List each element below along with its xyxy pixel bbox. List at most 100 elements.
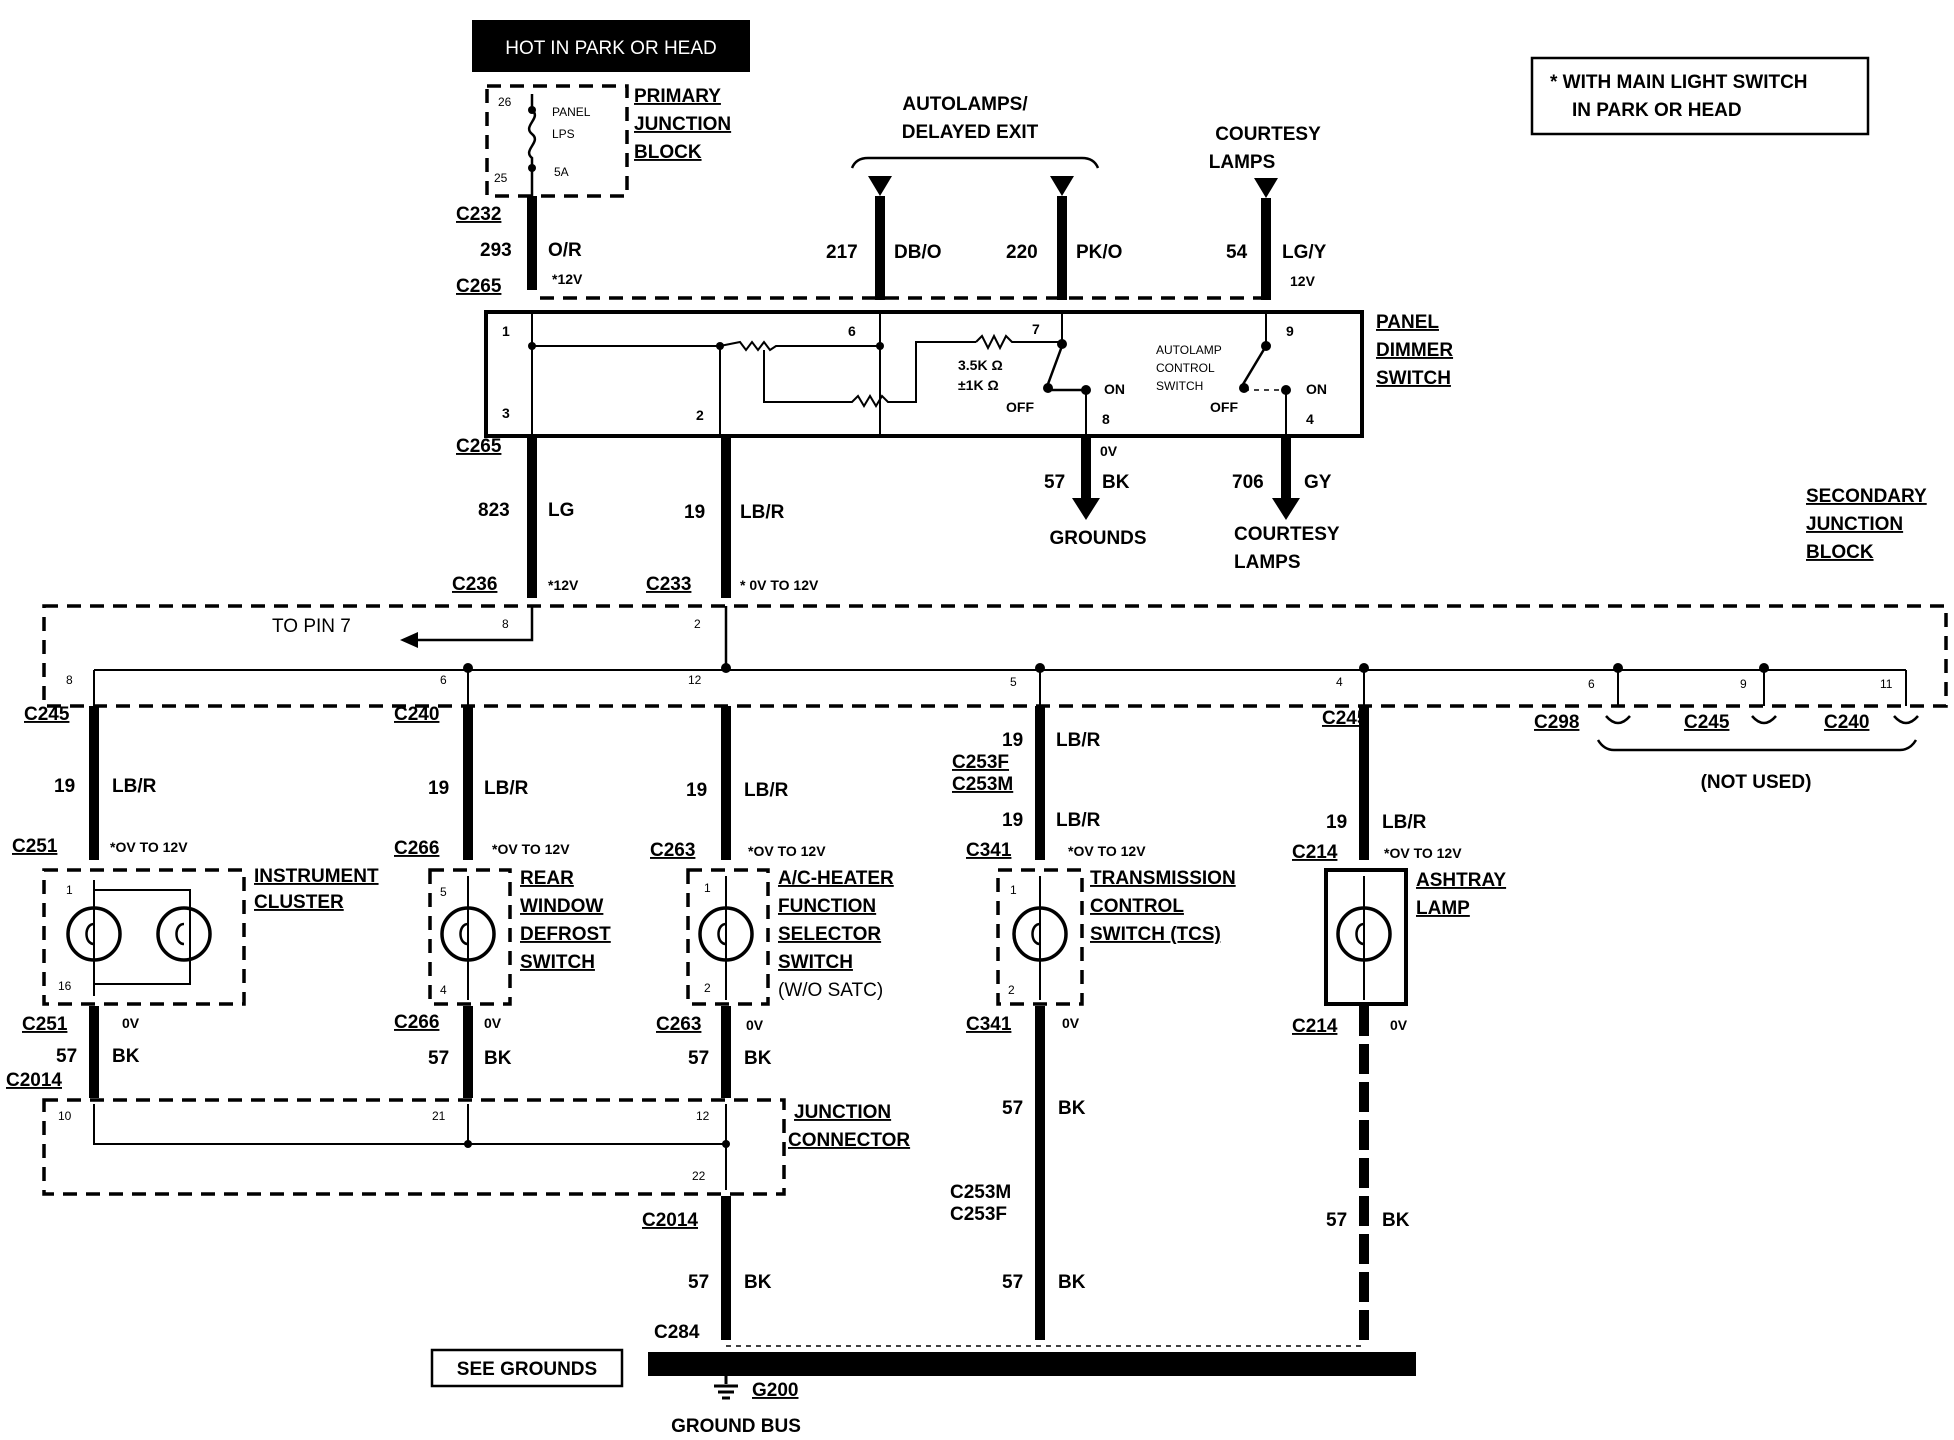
pds-off-2: OFF	[1210, 399, 1238, 415]
courtesy-top-line2: LAMPS	[1209, 152, 1276, 173]
b4-voltage: *OV TO 12V	[1068, 843, 1146, 859]
b1-gnd-circuit: 57	[56, 1046, 77, 1067]
conn-c233: C233	[646, 574, 691, 595]
pjb-fuse-label-2: LPS	[552, 127, 575, 141]
b2-gnd-circuit: 57	[428, 1048, 449, 1069]
primary-junction-block	[485, 84, 629, 198]
see-grounds-text[interactable]: SEE GROUNDS	[457, 1359, 597, 1380]
tcs-box	[996, 868, 1084, 1006]
sjb-pin-8b: 8	[66, 673, 73, 687]
b3-gnd-circuit: 57	[688, 1048, 709, 1069]
see-grounds-box[interactable]	[430, 1348, 624, 1388]
b2-device-1: REAR	[520, 868, 574, 889]
b4-gnd-circuit: 57	[1002, 1098, 1023, 1119]
pds-title-2: DIMMER	[1376, 340, 1453, 361]
b2-conn-load-bottom: C266	[394, 1012, 439, 1033]
sjb-pin-9: 9	[1740, 677, 1747, 691]
courtesy-out-label-1: COURTESY	[1234, 524, 1340, 545]
pds-autolamp-3: SWITCH	[1156, 379, 1203, 393]
pds-title-3: SWITCH	[1376, 368, 1451, 389]
jc-out-color: BK	[744, 1272, 772, 1293]
ac-heater-bulb	[698, 906, 754, 962]
pds-resistor-2: ±1K Ω	[958, 377, 999, 393]
courtesy-out-label-2: LAMPS	[1234, 552, 1301, 573]
wire-19-circuit: 19	[684, 502, 705, 523]
b5-color: LB/R	[1382, 812, 1427, 833]
autolamps-brace	[850, 156, 1100, 169]
wire-19-color: LB/R	[740, 502, 785, 523]
conn-c236: C236	[452, 574, 497, 595]
ground-g200: G200	[752, 1380, 798, 1401]
b2-gnd-color: BK	[484, 1048, 512, 1069]
b4-conn-mid-1: C253F	[952, 752, 1009, 773]
grounds-label: GROUNDS	[1049, 528, 1146, 549]
sjb-to-pin: TO PIN 7	[272, 616, 351, 637]
b4-gnd-voltage: 0V	[1062, 1015, 1080, 1031]
ground-bus-label: GROUND BUS	[671, 1416, 801, 1437]
b5-gnd-voltage: 0V	[1390, 1017, 1408, 1033]
ground-bus-bar	[648, 1352, 1416, 1376]
b1-color: LB/R	[112, 776, 157, 797]
jc-pin-12: 12	[696, 1109, 710, 1123]
pjb-title-2: JUNCTION	[634, 114, 731, 135]
b1-pin-bottom: 16	[58, 979, 72, 993]
conn-c265-bottom: C265	[456, 436, 502, 457]
b3-device-2: FUNCTION	[778, 896, 876, 917]
dimmer-switch-blade	[1046, 345, 1086, 392]
b4-circuit: 19	[1002, 730, 1023, 751]
b3-pin-bottom: 2	[704, 981, 711, 995]
not-used-label: (NOT USED)	[1701, 772, 1812, 793]
sjb-pin-2: 2	[694, 617, 701, 631]
header-box	[472, 20, 750, 72]
wire-217-color: DB/O	[894, 242, 942, 263]
jc-title-1: JUNCTION	[794, 1102, 891, 1123]
wire-220-circuit: 220	[1006, 242, 1038, 263]
panel-dimmer-switch	[484, 310, 1364, 438]
b3-gnd-color: BK	[744, 1048, 772, 1069]
pds-on-2: ON	[1306, 381, 1327, 397]
b4-color2: LB/R	[1056, 810, 1101, 831]
jc-title-2: CONNECTOR	[788, 1130, 910, 1151]
b4-gnd-conn-2: C253F	[950, 1204, 1007, 1225]
not-used-c298: C298	[1534, 712, 1579, 733]
b3-device-5: (W/O SATC)	[778, 980, 883, 1001]
rear-defrost-box	[428, 868, 512, 1006]
b2-pin-bottom: 4	[440, 983, 447, 997]
b3-voltage: *OV TO 12V	[748, 843, 826, 859]
legend-note-box	[1530, 56, 1870, 136]
b5-gnd-circuit: 57	[1326, 1210, 1347, 1231]
legend-note-line2: IN PARK OR HEAD	[1572, 100, 1742, 121]
tcs-bulb	[1012, 906, 1068, 962]
b1-gnd-color: BK	[112, 1046, 140, 1067]
b4-device-1: TRANSMISSION	[1090, 868, 1236, 889]
pds-autolamp-2: CONTROL	[1156, 361, 1215, 375]
header-box-text: HOT IN PARK OR HEAD	[505, 38, 717, 59]
b1-gnd-voltage: 0V	[122, 1015, 140, 1031]
wire-823-circuit: 823	[478, 500, 510, 521]
defrost-bulb	[440, 906, 496, 962]
instrument-cluster-box	[42, 868, 246, 1006]
jc-conn-out: C2014	[642, 1210, 698, 1231]
b4-device-2: CONTROL	[1090, 896, 1184, 917]
b1-conn-top: C245	[24, 704, 70, 725]
b5-voltage: *OV TO 12V	[1384, 845, 1462, 861]
pds-pin-3: 3	[502, 405, 510, 421]
b3-conn-load-bottom: C263	[656, 1014, 701, 1035]
wire-823-color: LG	[548, 500, 574, 521]
pjb-title-1: PRIMARY	[634, 86, 721, 107]
grounds-arrow	[1072, 498, 1100, 520]
b4-conn-load-bottom: C341	[966, 1014, 1012, 1035]
b4-pin-top: 1	[1010, 883, 1017, 897]
jc-pin-22: 22	[692, 1169, 706, 1183]
pds-title-1: PANEL	[1376, 312, 1439, 333]
pds-pin-8: 8	[1102, 411, 1110, 427]
b5-device-1: ASHTRAY	[1416, 870, 1506, 891]
wire-220-color: PK/O	[1076, 242, 1122, 263]
b2-conn-load-top: C266	[394, 838, 439, 859]
courtesy-top-line1: COURTESY	[1215, 124, 1321, 145]
jc-pin-21: 21	[432, 1109, 446, 1123]
sjb-title-1: SECONDARY	[1806, 486, 1927, 507]
courtesy-out-circuit: 706	[1232, 472, 1264, 493]
b1-voltage: *OV TO 12V	[110, 839, 188, 855]
b2-device-3: DEFROST	[520, 924, 611, 945]
